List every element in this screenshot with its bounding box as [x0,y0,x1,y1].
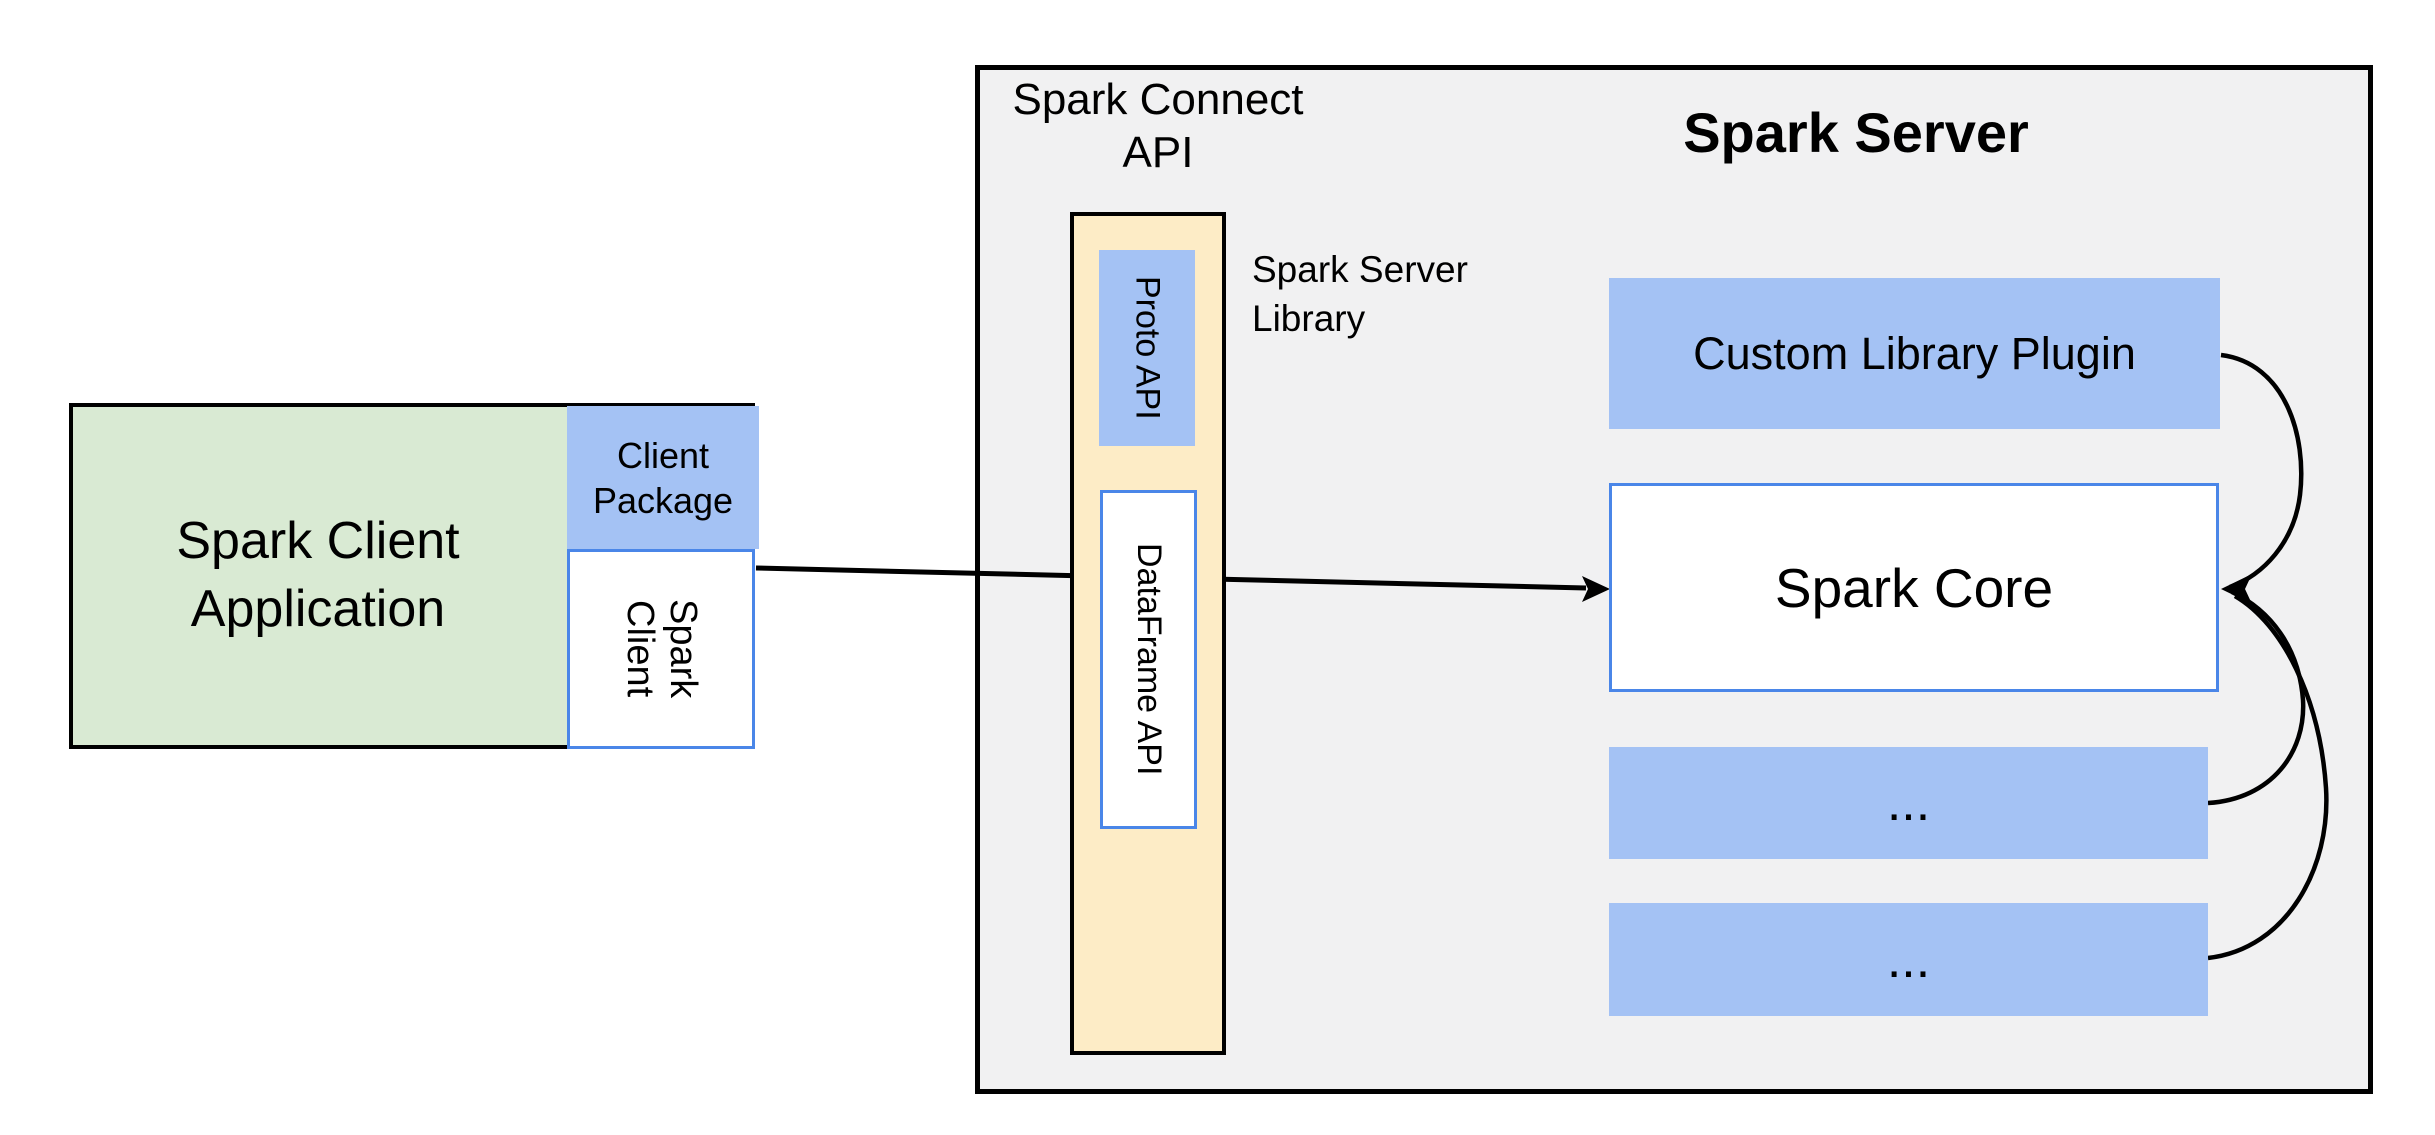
spark-client-application-label: Spark Client Application [176,512,460,638]
spark-server-library-label: Spark Server Library [1252,249,1468,339]
curves-to-core-arrowhead [2221,574,2252,604]
custom-library-plugin-label: Custom Library Plugin [1693,327,2136,379]
plugin-more-label-2: ... [1886,930,1931,989]
plugin-more-box-2: ... [1609,903,2208,1016]
more2-to-core-curve [2207,594,2329,961]
spark-client-label: Spark Client [619,599,704,699]
client-package-box: Client Package [567,406,759,549]
client-package-label: Client Package [592,434,734,521]
spark-client-box: Spark Client [567,549,755,749]
plugin-more-label-1: ... [1886,774,1931,832]
plugin-more-box-1: ... [1609,747,2208,859]
spark-core-box: Spark Core [1609,483,2219,692]
dataframe-api-box: DataFrame API [1100,490,1197,829]
spark-server-title: Spark Server [1683,101,2029,164]
spark-connect-api-label: Spark Connect API [1012,75,1304,177]
client-to-core-arrowhead [1582,576,1610,602]
proto-api-box: Proto API [1099,250,1195,446]
proto-api-label: Proto API [1128,276,1167,420]
more1-to-core-curve [2207,589,2306,806]
spark-core-label: Spark Core [1774,556,2054,619]
custom-library-plugin-box: Custom Library Plugin [1609,278,2220,429]
dataframe-api-label: DataFrame API [1130,543,1168,776]
plugin-to-core-curve [2220,352,2304,590]
